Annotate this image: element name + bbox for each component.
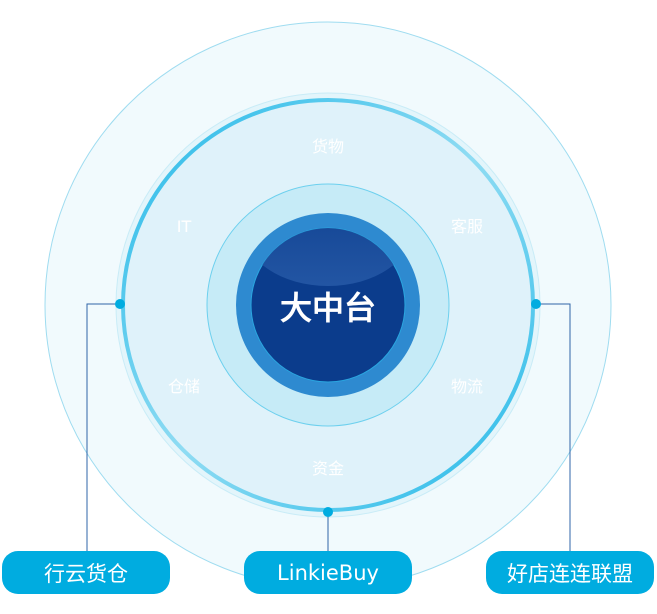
linkiebuy-button[interactable]: LinkieBuy: [244, 551, 412, 594]
ring-label-logistics: 物流: [451, 377, 483, 396]
ring-label-funds: 资金: [312, 459, 344, 478]
haodian-alliance-button[interactable]: 好店连连联盟: [486, 551, 654, 594]
connector-left: [86, 303, 120, 551]
ring-label-goods: 货物: [312, 137, 344, 156]
core-gloss: [251, 228, 405, 286]
ring-label-it: IT: [177, 217, 192, 236]
connector-dot-right: [531, 299, 541, 309]
hangyun-warehouse-button[interactable]: 行云货仓: [2, 551, 170, 594]
connector-dot-middle: [323, 507, 333, 517]
ring-label-storage: 仓储: [168, 377, 200, 396]
connector-right: [536, 303, 571, 551]
center-label: 大中台: [280, 289, 376, 327]
ring-label-service: 客服: [451, 217, 483, 236]
connector-dot-left: [115, 299, 125, 309]
